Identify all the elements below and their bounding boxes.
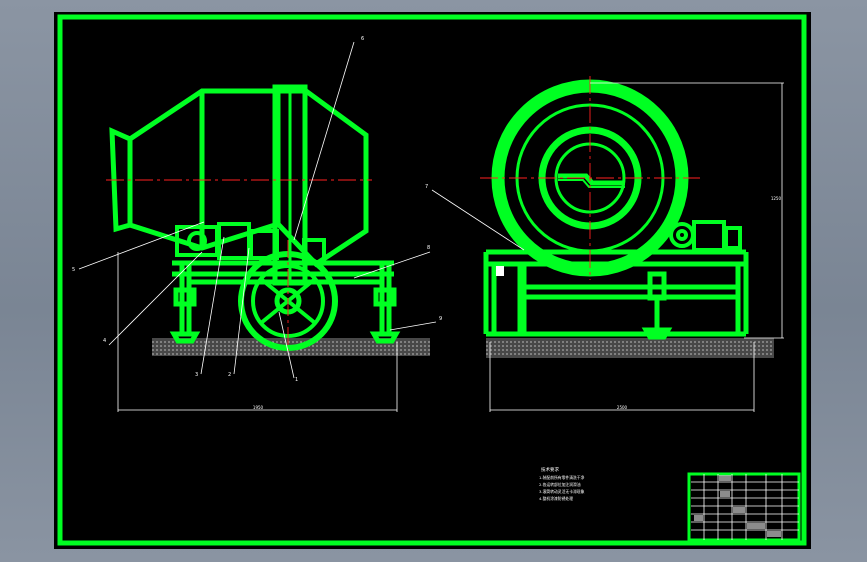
technical-notes: 技术要求 1.装配前所有零件清洗干净 2.各运转部位加注润滑油 3.滚筒转动灵活… xyxy=(539,466,585,501)
ground-hatch-right xyxy=(486,338,774,358)
motor-front xyxy=(669,220,742,252)
notes-line-1: 1.装配前所有零件清洗干净 xyxy=(539,475,585,480)
cad-drawing: 1950 6 5 4 3 2 1 8 9 xyxy=(57,14,807,546)
dim-front-width: 2500 xyxy=(617,405,628,410)
notes-heading: 技术要求 xyxy=(541,466,559,473)
svg-text:4: 4 xyxy=(103,338,106,344)
leader-lines-side xyxy=(78,41,437,379)
frame-side xyxy=(169,260,401,344)
side-view: 1950 6 5 4 3 2 1 8 9 xyxy=(72,36,442,412)
svg-text:6: 6 xyxy=(361,36,364,42)
notes-line-4: 4.整机涂漆防锈处理 xyxy=(539,496,573,501)
leader-front xyxy=(431,189,525,251)
frame-front xyxy=(483,249,749,340)
callout-labels-side: 6 5 4 3 2 1 8 9 xyxy=(72,36,442,383)
dim-front-height: 1250 xyxy=(771,196,782,201)
cad-viewport[interactable]: 1950 6 5 4 3 2 1 8 9 xyxy=(54,12,811,549)
title-block xyxy=(687,472,801,542)
svg-text:9: 9 xyxy=(439,316,442,322)
svg-text:8: 8 xyxy=(427,245,430,251)
stop-block xyxy=(496,266,504,276)
svg-text:1: 1 xyxy=(295,377,298,383)
front-view: 1250 2500 7 xyxy=(425,76,784,412)
notes-line-3: 3.滚筒转动灵活无卡滞现象 xyxy=(539,489,585,494)
drawing-frame xyxy=(57,14,807,546)
dim-side-width: 1950 xyxy=(253,405,264,410)
drum-side xyxy=(109,88,369,268)
svg-text:7: 7 xyxy=(425,184,428,190)
notes-line-2: 2.各运转部位加注润滑油 xyxy=(539,482,581,487)
svg-text:3: 3 xyxy=(195,372,198,378)
svg-text:5: 5 xyxy=(72,267,75,273)
svg-text:2: 2 xyxy=(228,372,231,378)
